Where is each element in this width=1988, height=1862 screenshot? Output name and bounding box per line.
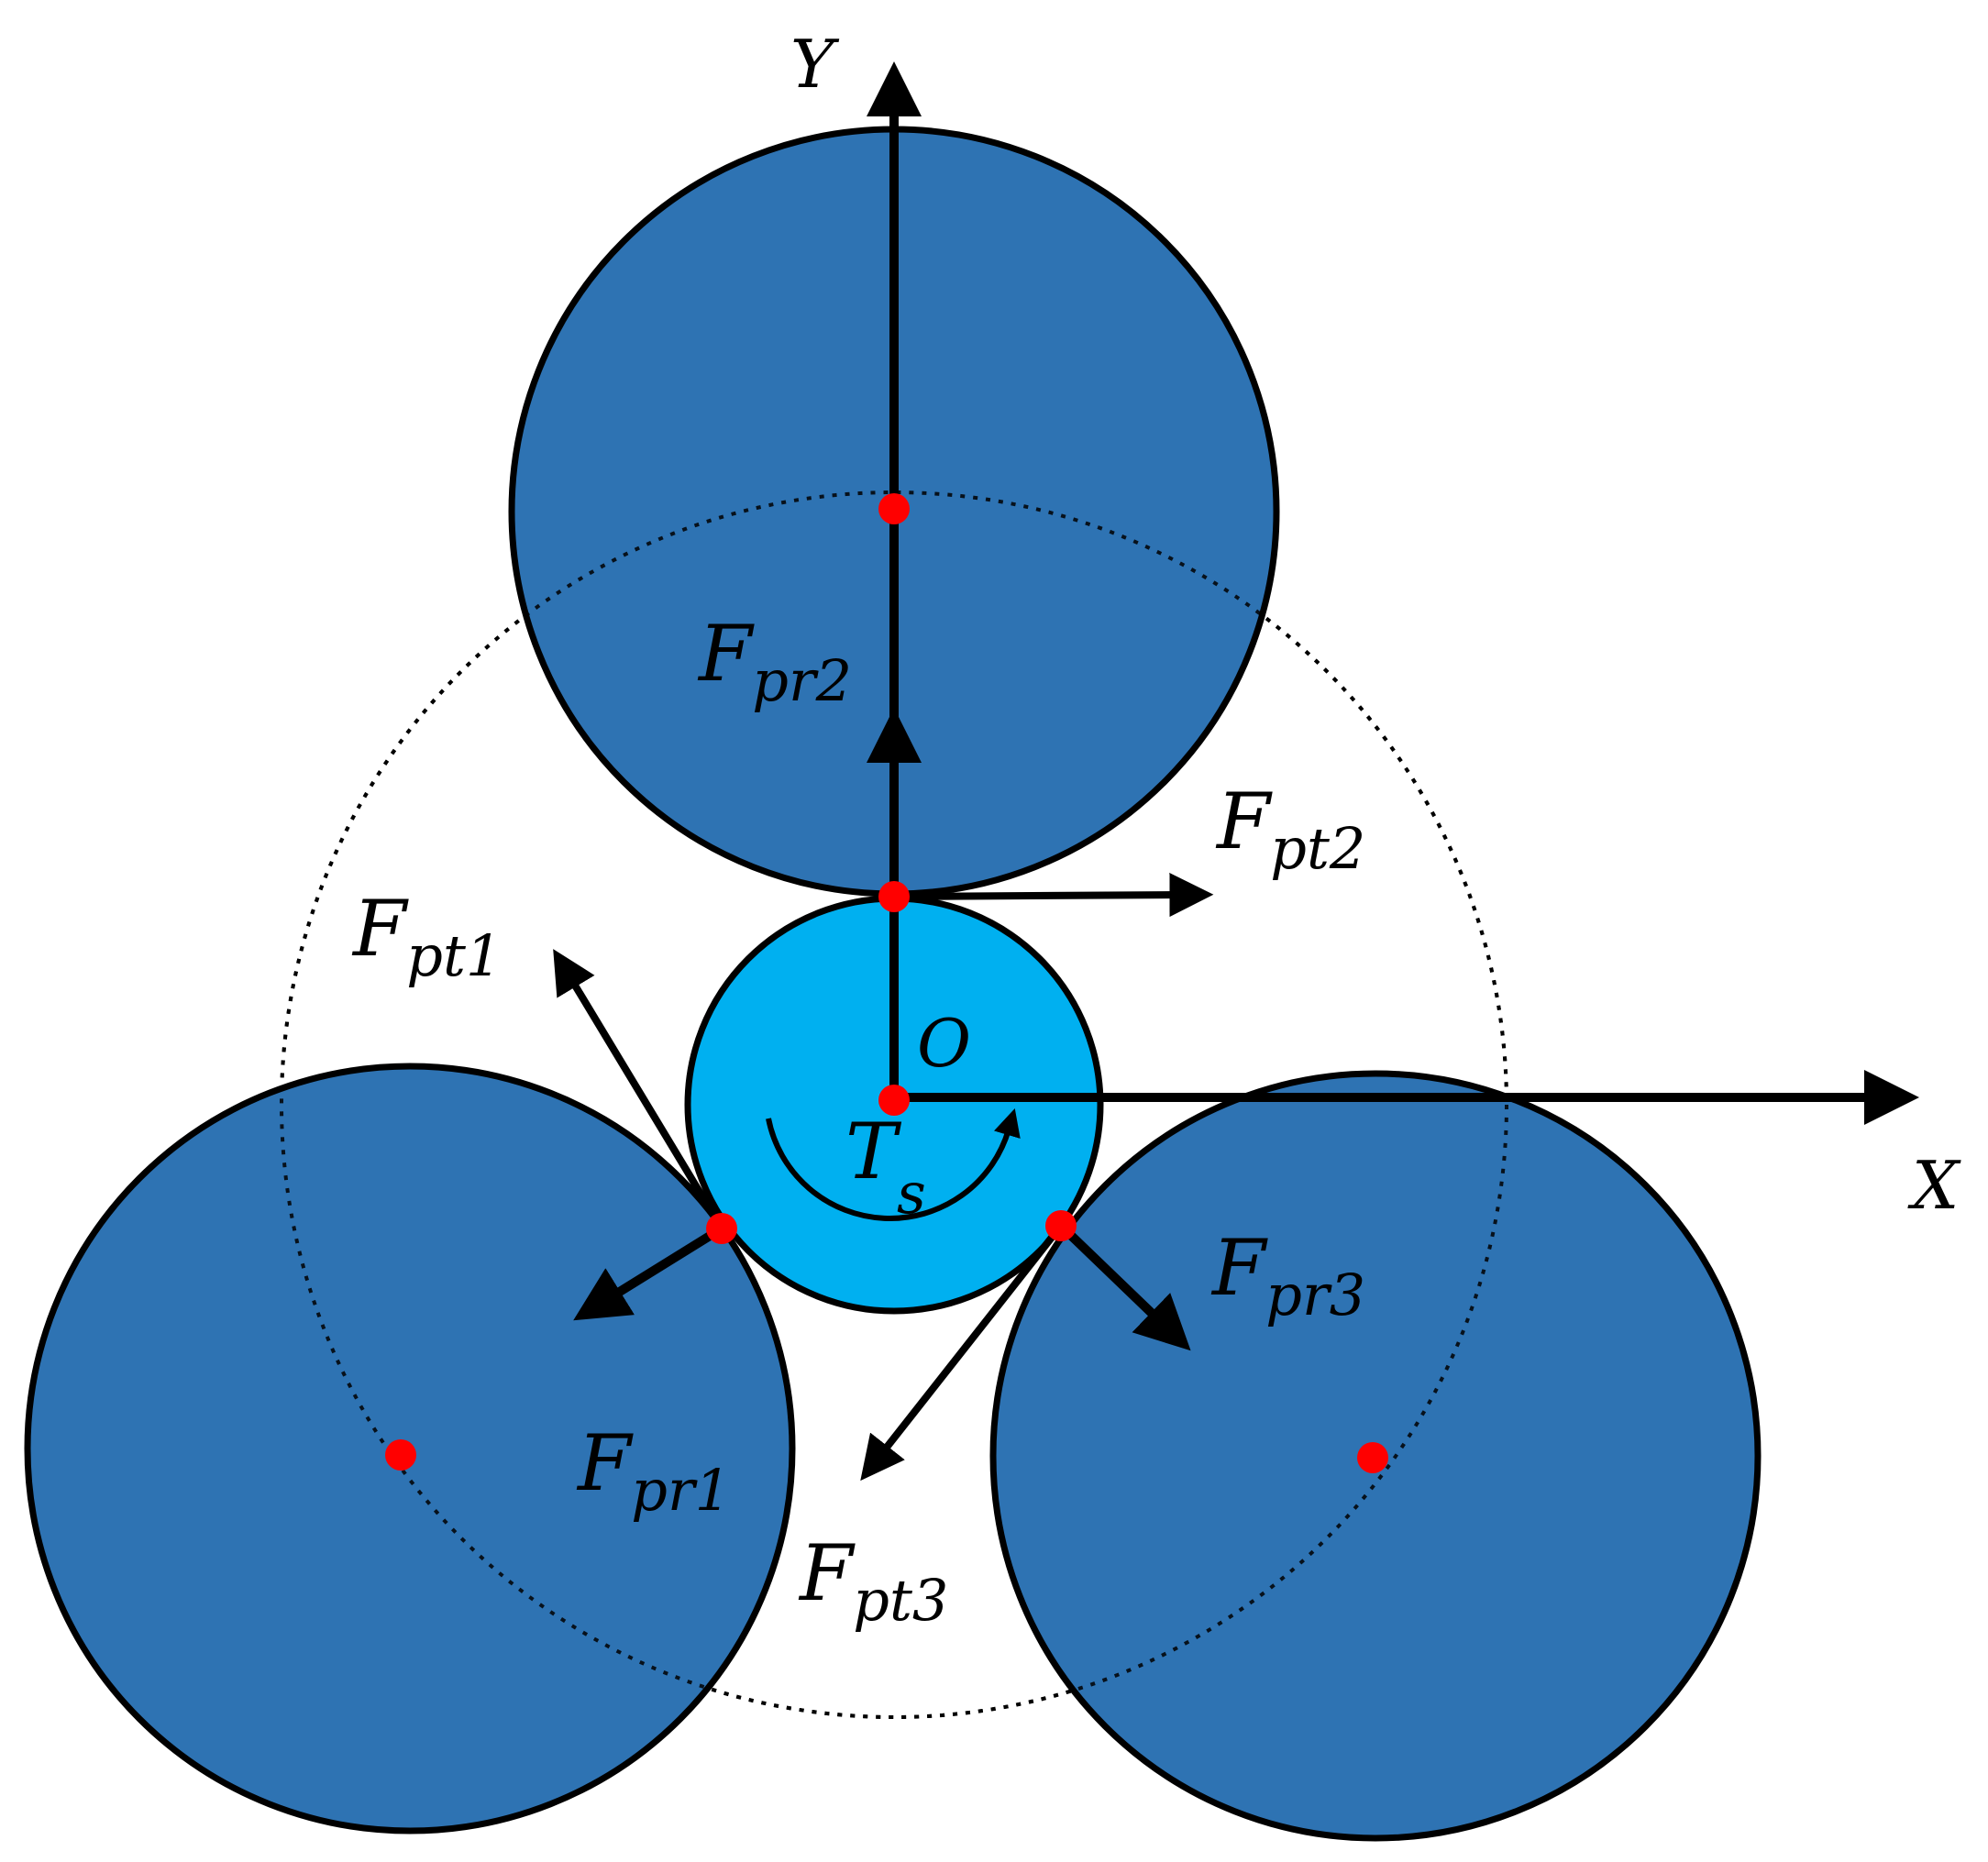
torque-arc	[766, 1107, 1021, 1221]
fpr2-label-main: F	[697, 609, 755, 699]
fpr3-label: Fpr3	[1210, 1223, 1365, 1328]
fpr2-label: Fpr2	[697, 609, 852, 714]
contact-point-2	[878, 881, 910, 912]
origin-point	[878, 1085, 910, 1116]
fpt1-label-sub: pt1	[406, 922, 502, 989]
fpr3-label-main: F	[1210, 1223, 1268, 1313]
fpt2-label: Fpt2	[1215, 777, 1365, 882]
fpt2-arrow	[893, 873, 1214, 918]
torque-label: Ts	[845, 1107, 926, 1227]
fpr3-arrow	[1057, 1222, 1191, 1351]
fpt3-label-sub: pt3	[853, 1567, 948, 1634]
fpr1-label-main: F	[576, 1418, 634, 1508]
torque-label-main: T	[845, 1107, 902, 1196]
fpt1-label-main: F	[351, 884, 409, 974]
y-axis-label: Y	[790, 26, 840, 103]
fpr1-arrow	[573, 1224, 724, 1321]
origin-label: O	[917, 1005, 971, 1082]
fpt3-arrow	[860, 1223, 1065, 1482]
x-axis-label: X	[1907, 1147, 1961, 1224]
contact-points	[385, 493, 1388, 1473]
fpr1-label: Fpr1	[576, 1418, 731, 1524]
fpr2-label-sub: pr2	[752, 647, 852, 714]
fpt1-arrow	[553, 949, 725, 1231]
planet-carrier-pitch-circle-overlay	[280, 490, 1508, 1719]
planet-3-center-point	[1357, 1442, 1388, 1473]
fpt3-label-main: F	[798, 1528, 856, 1618]
torque-label-sub: s	[897, 1160, 926, 1227]
planet-1-center-point	[385, 1439, 416, 1471]
planet-2-center-point	[878, 493, 910, 524]
contact-point-1	[706, 1213, 737, 1244]
fpr3-label-sub: pr3	[1265, 1262, 1365, 1328]
contact-point-3	[1045, 1210, 1077, 1241]
fpt3-label: Fpt3	[798, 1528, 948, 1634]
fpt2-label-main: F	[1215, 777, 1273, 866]
fpr1-label-sub: pr1	[631, 1457, 731, 1524]
fpt1-label: Fpt1	[351, 884, 502, 989]
fpt2-label-sub: pt2	[1270, 815, 1365, 882]
